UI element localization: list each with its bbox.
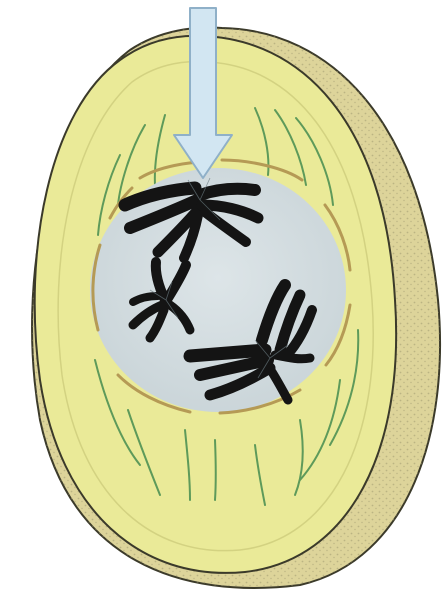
- cell-illustration: [0, 0, 443, 594]
- mitosis-diagram: [0, 0, 443, 594]
